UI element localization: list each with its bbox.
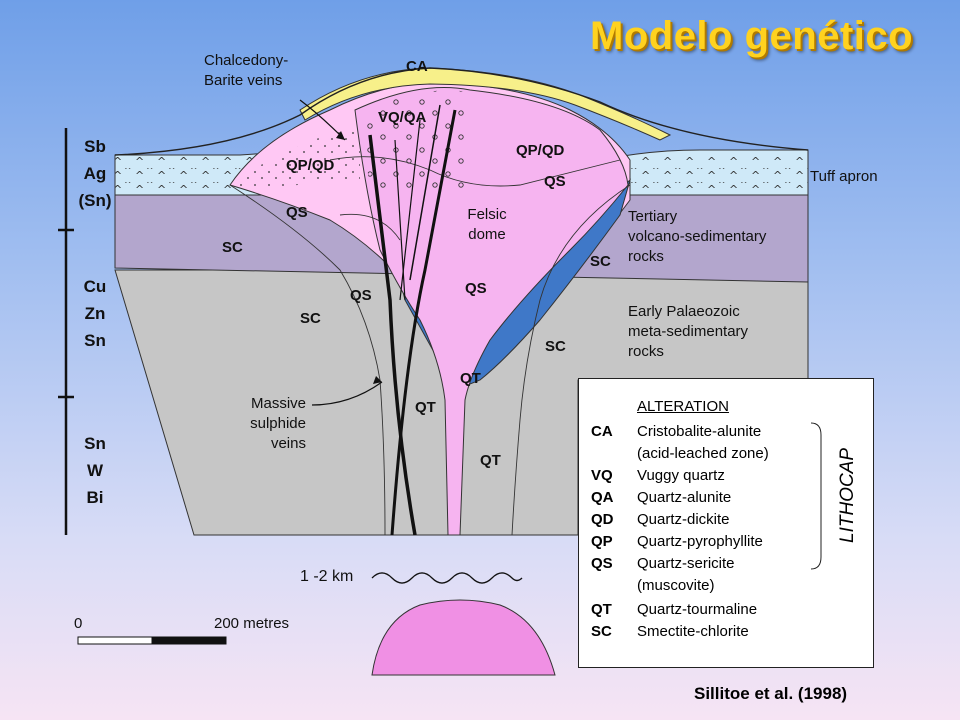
sc-label: SC	[590, 253, 611, 270]
legend-heading: ALTERATION	[637, 398, 729, 415]
ca-label: CA	[406, 58, 428, 75]
qs-label: QS	[544, 173, 566, 190]
qs-label: QS	[350, 287, 372, 304]
sc-label: SC	[545, 338, 566, 355]
lithocap-label: LITHOCAP	[837, 447, 858, 543]
scale-end: 200 metres	[214, 615, 290, 632]
chalcedony-label: Chalcedony-Barite veins	[204, 52, 289, 89]
feeder-vein-2	[390, 109, 457, 536]
qt-label: QT	[460, 370, 481, 387]
depth-label: 1 -2 km	[300, 568, 354, 585]
scale-start: 0	[74, 615, 83, 632]
page-title: Modelo genético	[590, 14, 914, 58]
qt-label: QT	[415, 399, 436, 416]
qt-label: QT	[480, 452, 501, 469]
citation: Sillitoe et al. (1998)	[694, 684, 848, 703]
vq-qa-label: VQ/QA	[378, 109, 427, 126]
qs-label: QS	[286, 204, 308, 221]
tuff-apron-label: Tuff apron	[810, 168, 878, 185]
lithocap-bracket	[810, 422, 822, 570]
sc-label: SC	[300, 310, 321, 327]
qp-qd-right-label: QP/QD	[516, 142, 565, 159]
qp-qd-left-label: QP/QD	[286, 157, 335, 174]
deep-intrusion	[371, 599, 556, 676]
feeder-vein-1	[368, 134, 417, 536]
qs-label: QS	[465, 280, 487, 297]
sc-label: SC	[222, 239, 243, 256]
